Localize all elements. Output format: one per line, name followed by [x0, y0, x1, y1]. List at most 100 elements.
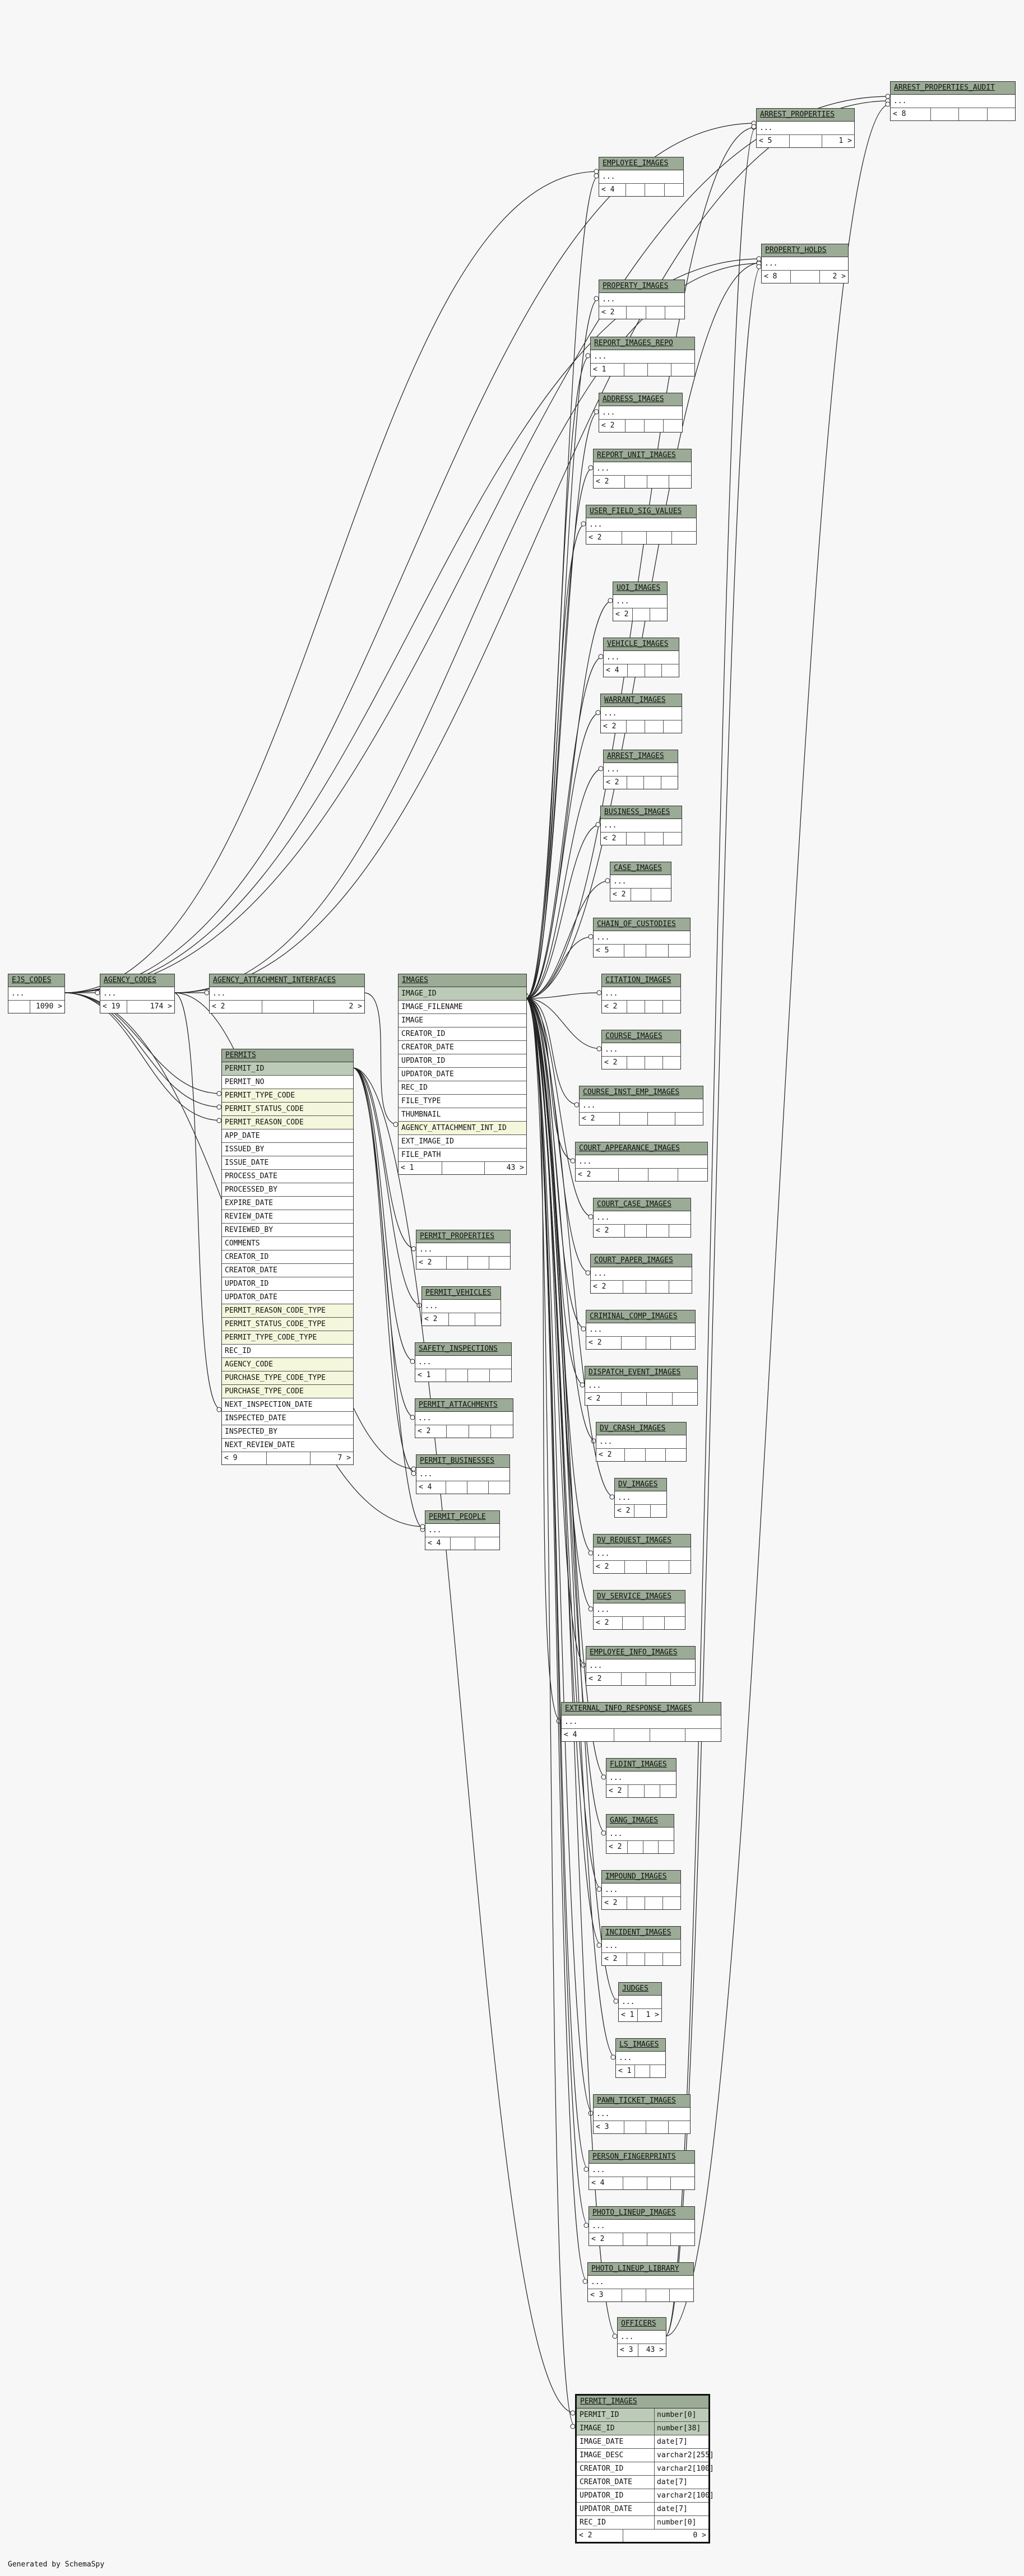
column-row[interactable]: ... [615, 1491, 666, 1505]
column-row[interactable]: INSPECTED_DATE [222, 1412, 353, 1425]
table-name[interactable]: EMPLOYEE_INFO_IMAGES [586, 1647, 695, 1659]
column-row[interactable]: ... [613, 595, 667, 608]
table-name[interactable]: UOI_IMAGES [613, 582, 667, 595]
column-row[interactable]: ... [586, 1659, 695, 1673]
table-course-inst-emp-images[interactable]: COURSE_INST_EMP_IMAGES...< 2 [579, 1086, 703, 1126]
table-arrest-properties-audit[interactable]: ARREST_PROPERTIES_AUDIT...< 8 [890, 81, 1016, 121]
table-name[interactable]: AGENCY_ATTACHMENT_INTERFACES [210, 974, 364, 987]
column-row[interactable]: UPDATOR_ID [399, 1054, 526, 1068]
table-name[interactable]: EMPLOYEE_IMAGES [599, 157, 683, 170]
column-row[interactable]: PERMIT_TYPE_CODE_TYPE [222, 1331, 353, 1345]
table-dv-images[interactable]: DV_IMAGES...< 2 [614, 1478, 667, 1518]
column-row[interactable]: NEXT_REVIEW_DATE [222, 1439, 353, 1452]
column-row[interactable]: THUMBNAIL [399, 1108, 526, 1122]
column-row[interactable]: ... [619, 1996, 661, 2009]
table-impound-images[interactable]: IMPOUND_IMAGES...< 2 [601, 1870, 681, 1910]
column-row[interactable]: IMAGE [399, 1014, 526, 1027]
column-row[interactable]: ... [591, 1267, 692, 1281]
table-name[interactable]: USER_FIELD_SIG_VALUES [586, 505, 696, 518]
column-row[interactable]: ... [591, 350, 694, 364]
table-name[interactable]: ARREST_PROPERTIES [757, 109, 854, 122]
table-court-appearance-images[interactable]: COURT_APPEARANCE_IMAGES...< 2 [575, 1142, 708, 1182]
table-name[interactable]: ADDRESS_IMAGES [599, 393, 682, 406]
table-name[interactable]: REPORT_IMAGES_REPO [591, 337, 694, 350]
table-dv-crash-images[interactable]: DV_CRASH_IMAGES...< 2 [596, 1422, 687, 1462]
table-ejs-codes[interactable]: EJS_CODES...1090 > [8, 974, 65, 1013]
column-row[interactable]: ... [415, 1412, 513, 1425]
table-case-images[interactable]: CASE_IMAGES...< 2 [610, 862, 671, 901]
column-row[interactable]: ... [594, 931, 690, 945]
table-name[interactable]: PERMIT_BUSINESSES [416, 1455, 509, 1468]
table-dv-request-images[interactable]: DV_REQUEST_IMAGES...< 2 [593, 1534, 691, 1574]
table-name[interactable]: EXTERNAL_INFO_RESPONSE_IMAGES [562, 1703, 721, 1715]
table-course-images[interactable]: COURSE_IMAGES...< 2 [601, 1030, 681, 1070]
table-name[interactable]: CRIMINAL_COMP_IMAGES [586, 1310, 695, 1323]
column-row[interactable]: ... [586, 1323, 695, 1337]
table-name[interactable]: CHAIN_OF_CUSTODIES [594, 918, 690, 931]
column-row[interactable]: ... [100, 987, 174, 1001]
column-row[interactable]: ... [602, 1940, 680, 1953]
table-name[interactable]: VEHICLE_IMAGES [604, 638, 679, 651]
table-name[interactable]: BUSINESS_IMAGES [601, 806, 682, 819]
column-row[interactable]: COMMENTS [222, 1237, 353, 1250]
column-row[interactable]: UPDATOR_DATE [222, 1291, 353, 1304]
column-row[interactable]: ... [594, 2108, 690, 2121]
table-permit-businesses[interactable]: PERMIT_BUSINESSES...< 4 [416, 1454, 510, 1494]
column-row[interactable]: ... [210, 987, 364, 1001]
table-report-unit-images[interactable]: REPORT_UNIT_IMAGES...< 2 [593, 449, 692, 489]
table-criminal-comp-images[interactable]: CRIMINAL_COMP_IMAGES...< 2 [586, 1310, 696, 1350]
column-row[interactable]: ... [604, 763, 678, 776]
table-name[interactable]: PAWN_TICKET_IMAGES [594, 2095, 690, 2108]
table-ls-images[interactable]: LS_IMAGES...< 1 [615, 2038, 666, 2078]
table-name[interactable]: INCIDENT_IMAGES [602, 1927, 680, 1940]
table-external-info-response-images[interactable]: EXTERNAL_INFO_RESPONSE_IMAGES...< 4 [561, 1702, 721, 1742]
column-row[interactable]: ... [618, 2331, 666, 2344]
column-row[interactable]: ... [415, 1356, 511, 1369]
column-row[interactable]: PURCHASE_TYPE_CODE [222, 1385, 353, 1398]
column-row[interactable]: ... [594, 1603, 685, 1617]
table-name[interactable]: PROPERTY_HOLDS [762, 244, 848, 257]
table-name[interactable]: PERMITS [222, 1049, 353, 1062]
table-dv-service-images[interactable]: DV_SERVICE_IMAGES...< 2 [593, 1590, 685, 1630]
table-name[interactable]: DV_IMAGES [615, 1478, 666, 1491]
column-row[interactable]: ... [599, 293, 684, 306]
column-row[interactable]: ... [594, 1211, 691, 1225]
column-row[interactable]: ... [588, 2276, 693, 2289]
table-warrant-images[interactable]: WARRANT_IMAGES...< 2 [600, 694, 682, 733]
column-row[interactable]: CREATOR_DATE [399, 1041, 526, 1054]
column-row[interactable]: ... [8, 987, 64, 1001]
column-row[interactable]: ... [580, 1099, 703, 1113]
table-property-images[interactable]: PROPERTY_IMAGES...< 2 [599, 280, 685, 319]
table-name[interactable]: PHOTO_LINEUP_LIBRARY [588, 2263, 693, 2276]
table-name[interactable]: PERMIT_PEOPLE [425, 1511, 499, 1524]
column-row[interactable]: APP_DATE [222, 1129, 353, 1143]
column-row[interactable]: AGENCY_ATTACHMENT_INT_ID [399, 1122, 526, 1135]
table-name[interactable]: COURSE_INST_EMP_IMAGES [580, 1086, 703, 1099]
table-court-case-images[interactable]: COURT_CASE_IMAGES...< 2 [593, 1198, 691, 1238]
table-name[interactable]: LS_IMAGES [616, 2039, 665, 2052]
column-row[interactable]: UPDATOR_DATE [399, 1068, 526, 1081]
column-row[interactable]: ... [602, 987, 680, 1001]
table-name[interactable]: COURT_CASE_IMAGES [594, 1198, 691, 1211]
table-name[interactable]: JUDGES [619, 1983, 661, 1996]
column-row[interactable]: ... [891, 95, 1015, 108]
table-name[interactable]: CASE_IMAGES [610, 862, 671, 875]
column-row[interactable]: CREATOR_DATE [222, 1264, 353, 1277]
column-row[interactable]: PERMIT_ID [222, 1062, 353, 1076]
table-name[interactable]: DV_CRASH_IMAGES [596, 1422, 686, 1435]
column-row[interactable]: ... [606, 1828, 674, 1841]
column-row[interactable]: ... [585, 1379, 697, 1393]
column-row[interactable]: ... [610, 875, 671, 889]
column-row[interactable]: ... [599, 406, 682, 420]
column-row[interactable]: ISSUED_BY [222, 1143, 353, 1156]
column-row[interactable]: INSPECTED_BY [222, 1425, 353, 1439]
